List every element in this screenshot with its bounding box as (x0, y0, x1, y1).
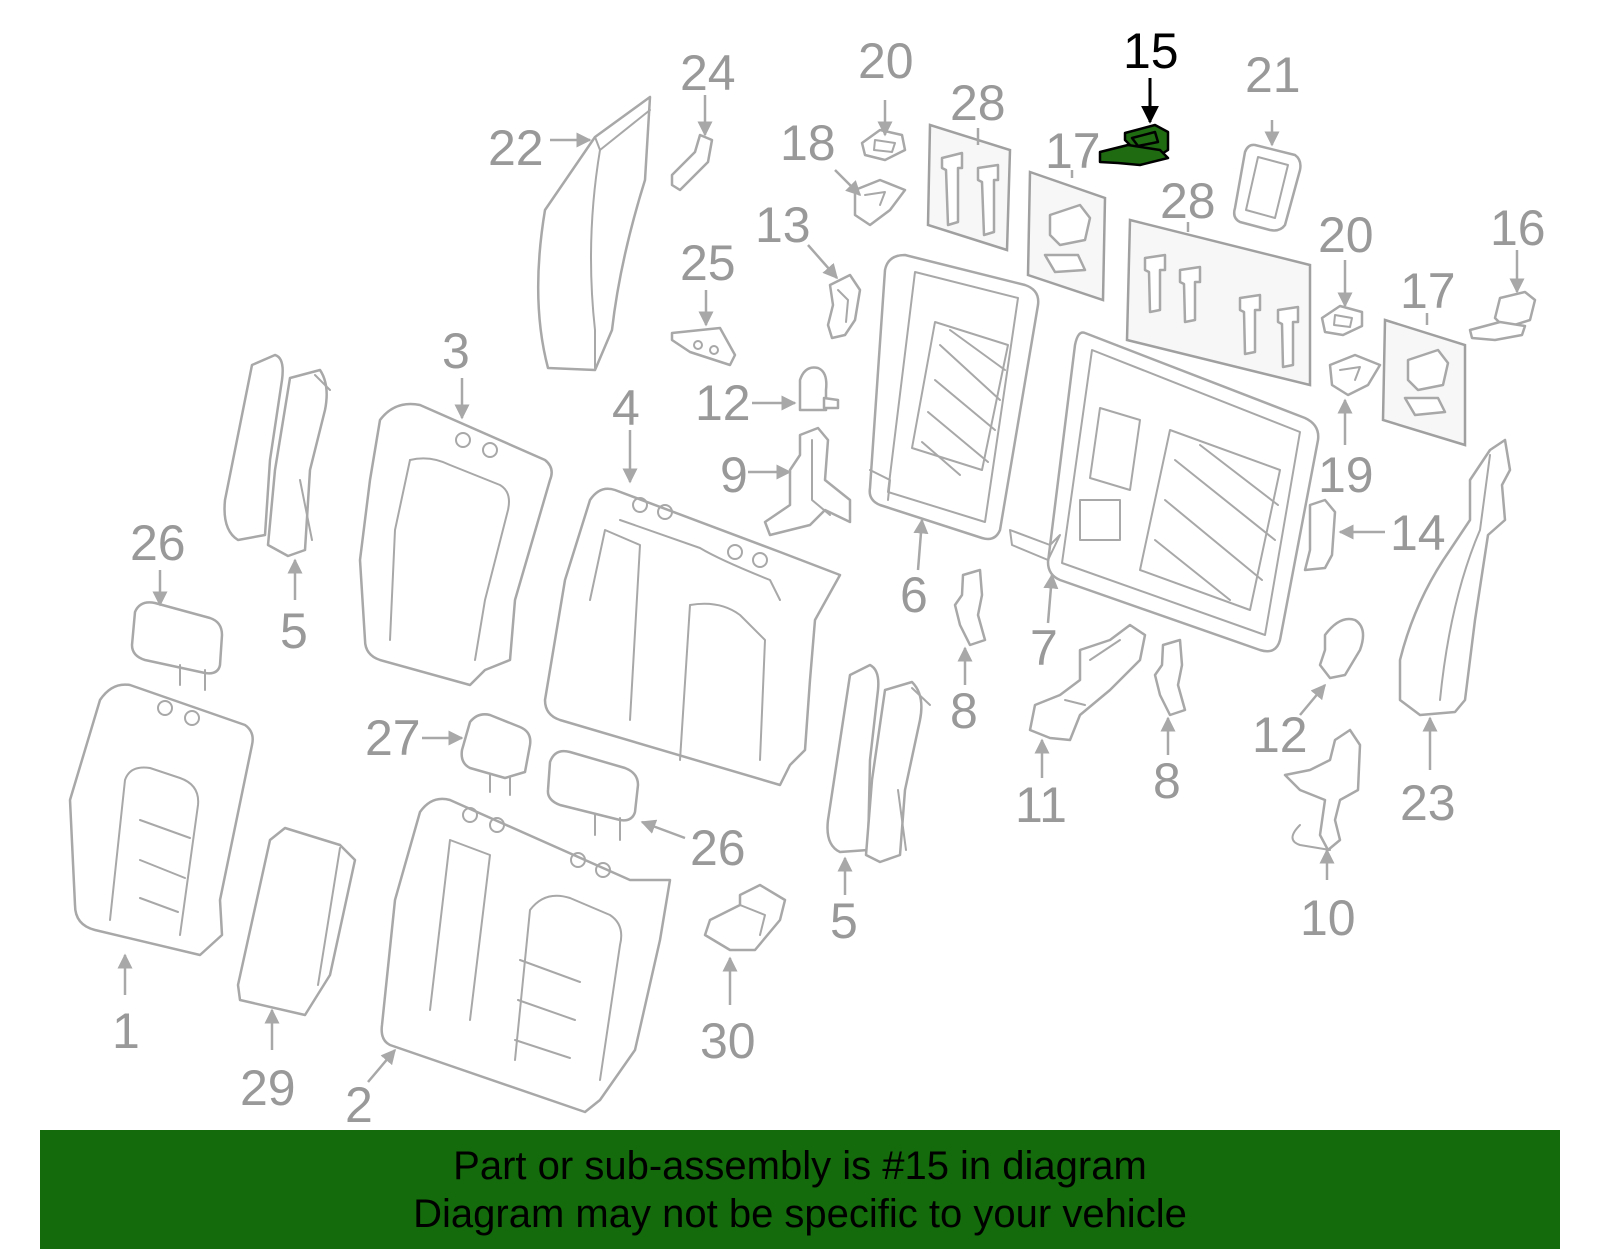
part-16-latch-bracket (1468, 290, 1537, 342)
callout-4: 4 (612, 380, 640, 436)
part-26-headrest-lower (546, 749, 640, 841)
part-20-clip-top (860, 128, 907, 162)
callout-18: 18 (780, 115, 836, 171)
callout-28: 28 (950, 75, 1006, 131)
callout-16: 16 (1490, 200, 1546, 256)
callout-8: 8 (950, 683, 978, 739)
part-25-plate (670, 326, 737, 367)
callout-11: 11 (1015, 777, 1067, 833)
part-28-fastener-kit-left (926, 123, 1012, 252)
part-6-seatback-frame-left (868, 253, 1040, 541)
part-30-clip (703, 883, 787, 952)
part-7-seatback-frame-right (1009, 331, 1320, 653)
part-2-seat-cushion (380, 797, 672, 1114)
banner-line-1: Part or sub-assembly is #15 in diagram (453, 1143, 1147, 1188)
callout-21: 21 (1245, 47, 1301, 103)
part-19-clip (1328, 353, 1382, 397)
callout-24: 24 (680, 45, 736, 101)
callout-5: 5 (830, 893, 858, 949)
part-12-pivot-cap-upper (798, 366, 840, 412)
callout-20: 20 (1318, 207, 1374, 263)
callout-14: 14 (1390, 505, 1446, 561)
callout-7: 7 (1030, 620, 1058, 676)
part-27-headrest (460, 713, 532, 796)
part-4-seatback-cushion-center (543, 487, 842, 787)
callout-3: 3 (442, 323, 470, 379)
callout-17: 17 (1400, 263, 1456, 319)
callout-25: 25 (680, 235, 736, 291)
part-23-side-bolster-right (1398, 438, 1512, 717)
callout-26: 26 (690, 820, 746, 876)
callout-17: 17 (1045, 123, 1101, 179)
part-18-clip (853, 178, 907, 227)
callout-28: 28 (1160, 173, 1216, 229)
callout-8: 8 (1153, 753, 1181, 809)
callout-15: 15 (1123, 23, 1179, 79)
part-15-highlighted[interactable] (1098, 123, 1170, 167)
callout-1: 1 (112, 1003, 140, 1059)
callout-10: 10 (1300, 890, 1356, 946)
part-8-bracket-upper (953, 568, 987, 647)
leader-lines (117, 95, 1525, 1083)
part-26-headrest-upper (130, 601, 224, 691)
callout-6: 6 (900, 567, 928, 623)
part-17-latch-left (1026, 170, 1107, 302)
callout-27: 27 (365, 710, 421, 766)
part-24-bracket (670, 133, 714, 192)
callout-19: 19 (1318, 447, 1374, 503)
banner-line-2: Diagram may not be specific to your vehi… (413, 1191, 1187, 1236)
info-banner: Part or sub-assembly is #15 in diagram D… (40, 1130, 1560, 1249)
part-28-fastener-kit-right (1125, 218, 1312, 387)
part-14-bracket (1303, 498, 1337, 572)
callout-13: 13 (755, 197, 811, 253)
part-13-hinge-cover (826, 273, 862, 340)
part-1-seatback-cushion (68, 683, 254, 957)
callout-labels: 22 24 20 18 28 17 15 21 28 20 16 17 19 1… (112, 23, 1546, 1133)
part-12-pivot-cap-lower (1318, 617, 1365, 680)
callout-12: 12 (1252, 707, 1308, 763)
part-29-armrest (236, 826, 357, 1017)
callout-2: 2 (345, 1077, 373, 1133)
callout-26: 26 (130, 515, 186, 571)
part-9-bracket (763, 426, 852, 537)
callout-29: 29 (240, 1060, 296, 1116)
callout-30: 30 (700, 1013, 756, 1069)
callout-12: 12 (695, 375, 751, 431)
part-11-bracket (1028, 623, 1147, 742)
callout-23: 23 (1400, 775, 1456, 831)
callout-22: 22 (488, 120, 544, 176)
part-17-latch-right (1381, 318, 1467, 447)
part-8-bracket-lower (1153, 638, 1187, 717)
part-5-side-trim-upper (223, 353, 331, 558)
callout-20: 20 (858, 33, 914, 89)
part-22-side-panel (536, 95, 652, 372)
callout-5: 5 (280, 603, 308, 659)
part-3-seatback-cushion (358, 402, 553, 687)
part-20-clip-right (1320, 304, 1364, 337)
part-21-trim-ring (1232, 143, 1302, 232)
callout-9: 9 (720, 447, 748, 503)
part-5-side-trim-lower (826, 663, 931, 864)
